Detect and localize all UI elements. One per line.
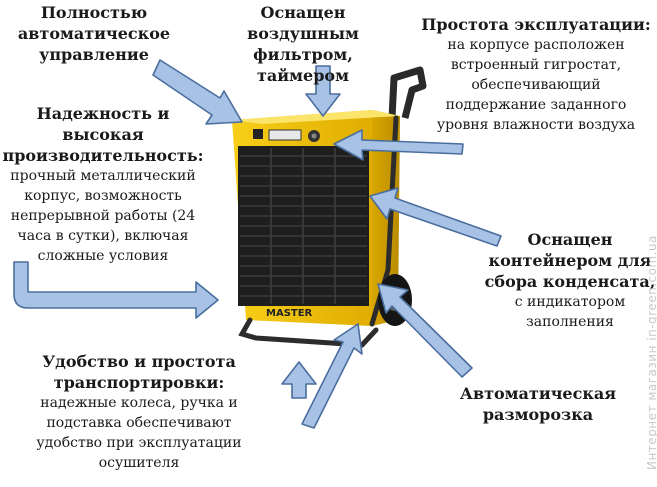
- feature-reliability-description: прочный металлический корпус, возможност…: [10, 168, 196, 264]
- feature-auto-control-title: Полностью автоматическое управление: [17, 3, 171, 64]
- arrow-auto-control: [152, 59, 243, 125]
- feature-transport-description: надежные колеса, ручка и подставка обесп…: [36, 395, 242, 471]
- feature-defrost-title: Автоматическая разморозка: [459, 384, 617, 424]
- feature-easy-operation: Простота эксплуатации: на корпусе распол…: [418, 14, 654, 135]
- arrow-defrost: [377, 283, 473, 378]
- watermark: Интернет магазин in-green.com.ua: [645, 235, 657, 470]
- transport-frame: [238, 115, 399, 348]
- feature-easy-operation-description: на корпусе расположен встроенный гигрост…: [436, 37, 636, 133]
- feature-easy-operation-title: Простота эксплуатации:: [421, 15, 651, 34]
- feature-condensate: Оснащен контейнером для сбора конденсата…: [484, 229, 656, 332]
- arrow-transport-diag: [301, 323, 363, 429]
- feature-arrows: [13, 59, 502, 429]
- arrow-easy-operation: [333, 129, 464, 161]
- arrow-transport-up: [281, 361, 317, 399]
- feature-condensate-description: с индикатором заполнения: [514, 294, 626, 330]
- grille-slots: [240, 148, 367, 304]
- arrow-reliability: [13, 261, 219, 319]
- control-panel[interactable]: [253, 129, 320, 142]
- feature-transport: Удобство и простота транспортировки: над…: [26, 351, 252, 473]
- feature-condensate-title: Оснащен контейнером для сбора конденсата…: [484, 230, 656, 291]
- feature-defrost: Автоматическая разморозка: [448, 383, 628, 425]
- feature-filter-timer: Оснащен воздушным фильтром, таймером: [196, 2, 410, 86]
- feature-transport-title: Удобство и простота транспортировки:: [42, 352, 236, 392]
- arrow-filter-timer: [305, 65, 341, 117]
- feature-filter-timer-title: Оснащен воздушным фильтром, таймером: [247, 3, 359, 85]
- transport-handle[interactable]: [388, 66, 427, 119]
- arrow-condensate: [369, 187, 502, 247]
- brand-label: MASTER: [266, 308, 313, 319]
- feature-reliability: Надежность и высокая производительность:…: [2, 103, 204, 266]
- feature-reliability-title: Надежность и высокая производительность:: [2, 104, 204, 165]
- feature-auto-control: Полностью автоматическое управление: [4, 2, 184, 65]
